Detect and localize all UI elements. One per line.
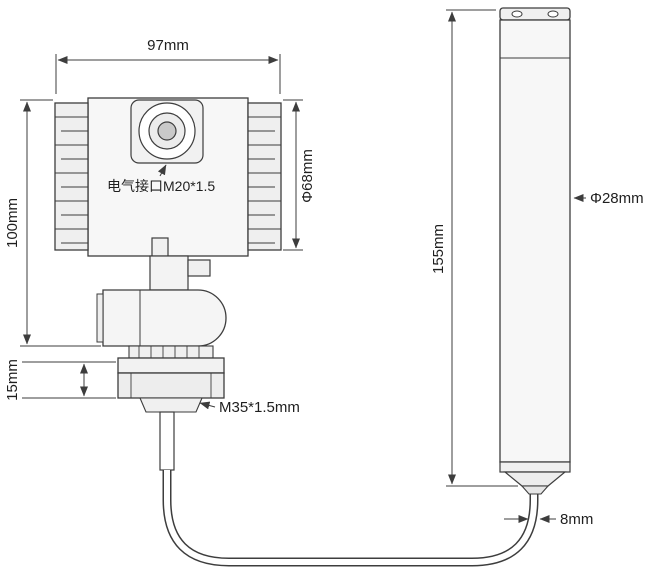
heatsink-fins-right <box>247 102 282 251</box>
probe-top-hole-left <box>511 10 523 18</box>
label-body-height: 100mm <box>4 198 21 248</box>
label-flange-thickness: 15mm <box>4 359 21 401</box>
probe-drawing <box>499 7 571 495</box>
neck-assembly <box>149 237 211 291</box>
transmitter-drawing <box>54 97 282 471</box>
dim-head-diameter: Φ68mm <box>283 99 316 251</box>
dim-probe-diameter: Φ28mm <box>573 190 644 207</box>
probe-cable-gland <box>520 485 550 495</box>
callout-thread-spec: M35*1.5mm <box>199 399 300 416</box>
label-electrical-interface: 电气接口M20*1.5 <box>107 178 215 194</box>
label-probe-diameter: Φ28mm <box>590 190 644 207</box>
dimension-annotations: 97mm 100mm 15mm Φ68mm 电气接口M20*1.5 <box>4 9 644 528</box>
sight-glass <box>130 99 204 164</box>
probe-taper <box>503 471 567 487</box>
probe-top-cap <box>499 7 571 21</box>
probe-bottom-cap <box>499 461 571 473</box>
callout-electrical-interface: 电气接口M20*1.5 <box>107 164 215 194</box>
dim-flange-thickness: 15mm <box>4 359 116 401</box>
label-probe-height: 155mm <box>430 224 447 274</box>
probe-top-hole-right <box>547 10 559 18</box>
dim-cable-diameter: 8mm <box>504 511 593 528</box>
label-thread-spec: M35*1.5mm <box>219 399 300 416</box>
probe-body <box>499 19 571 463</box>
label-top-width: 97mm <box>147 37 189 54</box>
dim-probe-height: 155mm <box>430 9 518 487</box>
heatsink-fins-left <box>54 102 89 251</box>
label-head-diameter: Φ68mm <box>299 149 316 203</box>
connecting-cable <box>162 470 539 567</box>
flange-assembly <box>117 345 225 413</box>
dim-top-width: 97mm <box>55 37 281 94</box>
dim-body-height: 100mm <box>4 99 101 347</box>
label-cable-diameter: 8mm <box>560 511 593 528</box>
threaded-stem <box>159 411 175 471</box>
process-housing <box>96 289 227 347</box>
